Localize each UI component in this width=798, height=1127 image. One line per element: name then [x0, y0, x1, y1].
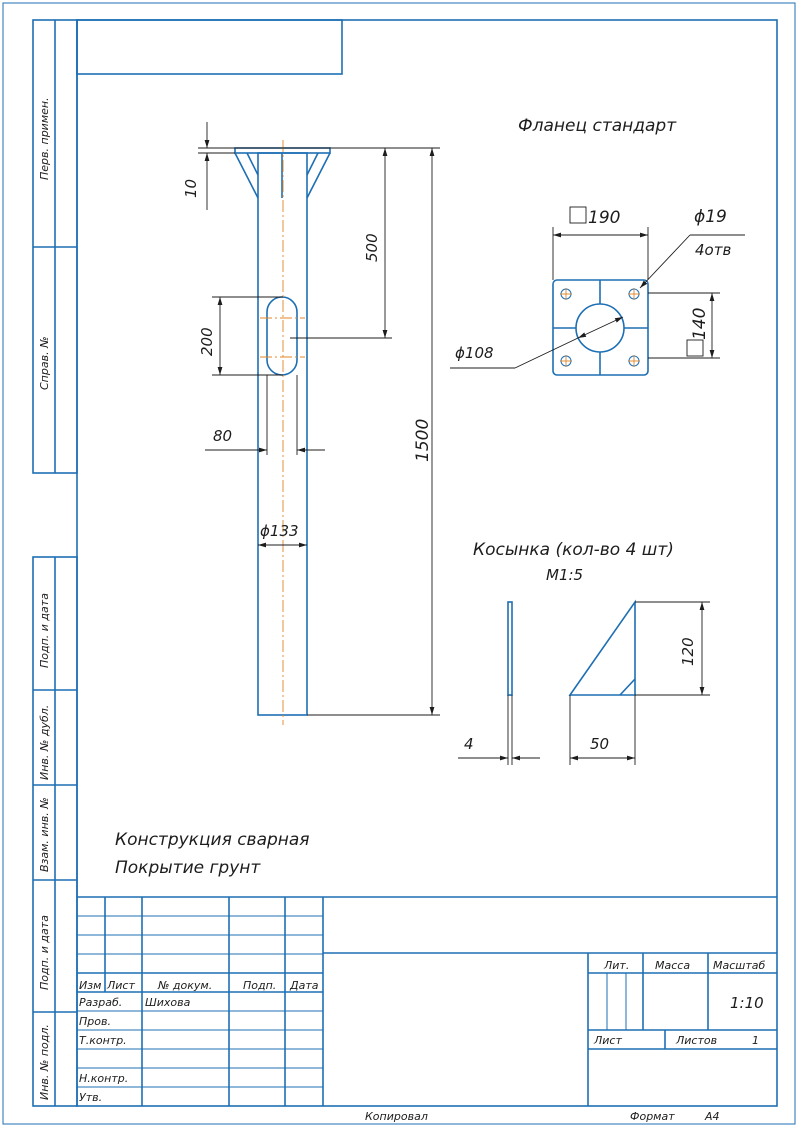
gusset-drawing	[507, 599, 636, 696]
flange-height-dim: 140	[690, 308, 710, 340]
dim-pipe-diameter: ϕ133	[260, 522, 299, 540]
side-label-3: Подп. и дата	[38, 593, 51, 668]
pipe-drawing	[234, 140, 331, 725]
gusset-dimensions	[458, 601, 710, 765]
tb-developer-name: Шихова	[145, 996, 191, 1009]
title-block	[77, 896, 777, 1106]
top-left-box	[76, 19, 343, 75]
flange-hole-count: 4отв	[695, 241, 731, 259]
tb-scale-value: 1:10	[730, 994, 764, 1012]
dim-flange-thickness: 10	[182, 179, 200, 198]
dim-slot-width: 80	[213, 427, 232, 445]
side-label-2: Справ. №	[38, 336, 51, 390]
footer-format-label: Формат	[630, 1110, 675, 1123]
dim-slot-position: 500	[363, 233, 381, 262]
gusset-width-dim: 50	[590, 735, 609, 753]
flange-plan	[552, 279, 649, 376]
tb-row-approved: Утв.	[79, 1091, 102, 1104]
tb-sheets-value: 1	[752, 1034, 759, 1047]
side-label-1: Перв. примен.	[38, 97, 51, 180]
side-label-6: Подп. и дата	[38, 915, 51, 990]
tb-scale-label: Масштаб	[713, 959, 765, 972]
tb-sheet: Лист	[593, 1034, 622, 1047]
dim-total-length: 1500	[413, 419, 433, 462]
tb-row-developer: Разраб.	[79, 996, 122, 1009]
flange-width-dim: 190	[588, 208, 620, 228]
tb-row-norm-control: Н.контр.	[79, 1072, 128, 1085]
gusset-height-dim: 120	[679, 637, 697, 666]
tb-header-change: Изм	[79, 979, 101, 992]
gusset-thickness-dim: 4	[464, 735, 474, 753]
tb-header-doc: № докум.	[157, 979, 212, 992]
note-welded: Конструкция сварная	[115, 830, 310, 850]
tb-header-sheet: Лист	[106, 979, 135, 992]
side-strip	[32, 19, 78, 1107]
side-label-4: Инв. № дубл.	[38, 705, 51, 780]
flange-dimensions	[450, 206, 745, 369]
note-coating: Покрытие грунт	[115, 858, 261, 878]
footer-copied: Копировал	[365, 1110, 428, 1123]
side-label-5: Взам. инв. №	[38, 797, 51, 872]
tb-row-checked: Пров.	[79, 1015, 111, 1028]
tb-lit: Лит.	[603, 959, 629, 972]
flange-title: Фланец стандарт	[518, 116, 677, 136]
gusset-scale: М1:5	[546, 566, 583, 584]
tb-header-sign: Подп.	[243, 979, 276, 992]
tb-row-tech-control: Т.контр.	[79, 1034, 127, 1047]
flange-bore-dim: ϕ108	[455, 344, 494, 362]
dim-slot-length: 200	[198, 327, 216, 356]
side-label-7: Инв. № подл.	[38, 1024, 51, 1100]
tb-sheets: Листов	[675, 1034, 717, 1047]
tb-header-date: Дата	[289, 979, 319, 992]
tb-mass: Масса	[655, 959, 690, 972]
footer-format-value: А4	[704, 1110, 720, 1123]
flange-hole-dim: ϕ19	[694, 207, 727, 227]
gusset-title: Косынка (кол-во 4 шт)	[473, 540, 674, 560]
pipe-dimensions	[198, 122, 440, 716]
